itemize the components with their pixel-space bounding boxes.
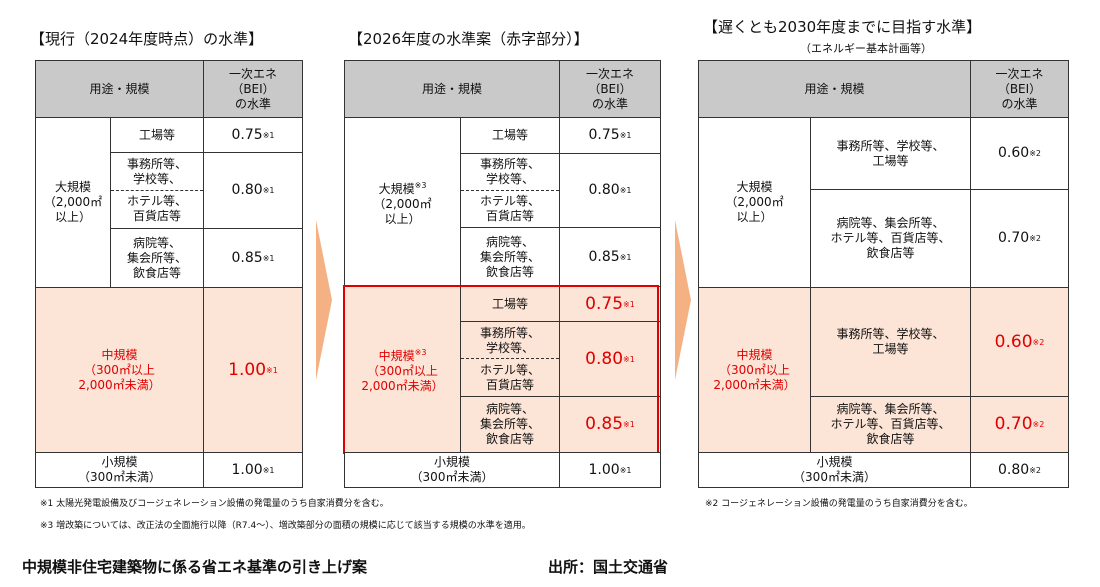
value-cell: 0.85※1: [203, 228, 303, 288]
footnote-3: ※3 増改築については、改正法の全面施行以降（R7.4～）、増改築部分の面積の規…: [40, 521, 531, 531]
arrow-icon: [675, 220, 691, 380]
small-scale-label: 小規模 （300㎡未満）: [35, 452, 204, 488]
table1-title: 【現行（2024年度時点）の水準】: [30, 30, 264, 48]
large-scale-label: 大規模※3（2,000㎡ 以上）: [344, 117, 461, 287]
value-cell: 1.00※1: [559, 452, 661, 488]
caption-title: 中規模非住宅建築物に係る省エネ基準の引き上げ案: [22, 558, 368, 576]
value-cell: 0.70※2: [970, 189, 1069, 288]
dashed-divider: [461, 190, 559, 191]
header-use: 用途・規模: [698, 60, 971, 118]
dashed-divider: [461, 358, 559, 359]
table3-title: 【遅くとも2030年度までに目指す水準】: [703, 18, 982, 36]
value-cell: 0.80※1: [203, 152, 303, 229]
use-factory: 工場等: [460, 117, 560, 154]
use-hospital: 病院等、 集会所等、 飲食店等: [110, 228, 204, 288]
header-use: 用途・規模: [35, 60, 204, 118]
use-hospital: 病院等、 集会所等、 飲食店等: [460, 227, 560, 287]
value-cell: 1.00※1: [203, 287, 303, 453]
value-cell: 0.75※1: [203, 117, 303, 153]
medium-scale-label: 中規模 （300㎡以上 2,000㎡未満）: [35, 287, 204, 453]
dashed-divider: [111, 190, 203, 191]
value-cell: 0.80※1: [559, 153, 661, 228]
header-bei: 一次エネ （BEI） の水準: [203, 60, 303, 118]
table2-title: 【2026年度の水準案（赤字部分）】: [348, 30, 589, 48]
red-highlight-box: [343, 285, 659, 454]
header-bei: 一次エネ （BEI） の水準: [559, 60, 661, 118]
value-cell: 0.60※2: [970, 117, 1069, 190]
caption-source: 出所：国土交通省: [548, 558, 669, 576]
value-cell: 0.70※2: [970, 396, 1069, 453]
value-cell: 0.80※1: [559, 321, 661, 397]
value-cell: 0.80※2: [970, 452, 1069, 488]
use-factory: 工場等: [110, 117, 204, 153]
use-hospital-hotel: 病院等、集会所等、 ホテル等、百貨店等、 飲食店等: [810, 189, 971, 288]
value-cell: 0.75※1: [559, 117, 661, 154]
large-scale-label: 大規模 （2,000㎡ 以上）: [698, 117, 811, 288]
value-cell: 1.00※1: [203, 452, 303, 488]
large-scale-label: 大規模 （2,000㎡ 以上）: [35, 117, 111, 288]
small-scale-label: 小規模 （300㎡未満）: [344, 452, 560, 488]
use-office-factory: 事務所等、学校等、 工場等: [810, 117, 971, 190]
table3-subtitle: （エネルギー基本計画等）: [800, 42, 932, 55]
medium-scale-label: 中規模 （300㎡以上 2,000㎡未満）: [698, 287, 811, 453]
footnote-2: ※2 コージェネレーション設備の発電量のうち自家消費分を含む。: [705, 499, 973, 509]
footnote-1: ※1 太陽光発電設備及びコージェネレーション設備の発電量のうち自家消費分を含む。: [40, 499, 389, 509]
value-cell: 0.85※1: [559, 227, 661, 287]
small-scale-label: 小規模 （300㎡未満）: [698, 452, 971, 488]
use-hospital-hotel: 病院等、集会所等、 ホテル等、百貨店等、 飲食店等: [810, 396, 971, 453]
header-bei: 一次エネ （BEI） の水準: [970, 60, 1069, 118]
header-use: 用途・規模: [344, 60, 560, 118]
use-office-factory: 事務所等、学校等、 工場等: [810, 287, 971, 397]
arrow-icon: [316, 220, 332, 380]
value-cell: 0.60※2: [970, 287, 1069, 397]
use-office-hotel: 事務所等、 学校等、ホテル等、 百貨店等: [460, 321, 560, 397]
